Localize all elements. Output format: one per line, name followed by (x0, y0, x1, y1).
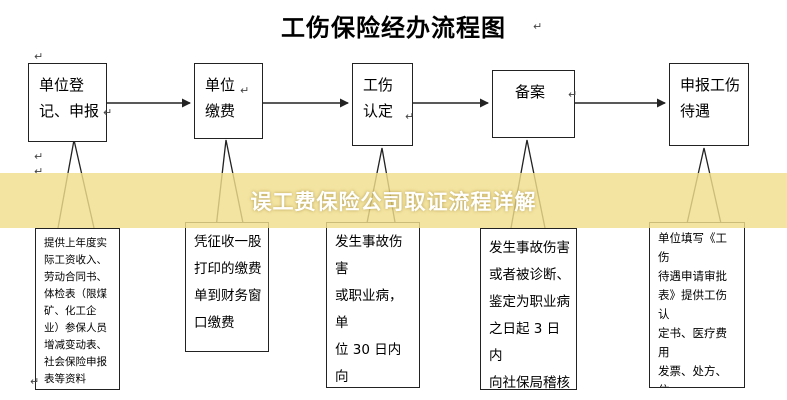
return-mark: ↵ (405, 110, 415, 123)
step-injury-determination: 工伤 认定 (352, 63, 413, 146)
return-mark: ↵ (240, 84, 250, 97)
return-mark: ↵ (34, 150, 44, 163)
step-register-report: 单位登 记、申报 (28, 63, 107, 142)
note-benefit-materials: 单位填写《工伤 待遇申请审批 表》提供工伤认 定书、医疗费用 发票、处方、住 院… (649, 222, 745, 388)
step-pay-contribution: 单位 缴费 (194, 63, 263, 139)
watermark-banner (0, 173, 787, 228)
return-mark: ↵ (568, 88, 578, 101)
return-mark: ↵ (533, 20, 543, 33)
step-claim-benefits: 申报工伤 待遇 (669, 63, 749, 146)
return-mark: ↵ (30, 375, 40, 388)
return-mark: ↵ (34, 165, 44, 178)
step-filing: 备案 (492, 70, 575, 138)
note-filing-procedure: 发生事故伤害 或者被诊断、 鉴定为职业病 之日起 3 日内 向社保局稽核 (480, 228, 577, 390)
return-mark: ↵ (103, 106, 113, 119)
diagram-title: 工伤保险经办流程图 (281, 14, 506, 42)
note-payment-procedure: 凭征收一股 打印的缴费 单到财务窗 口缴费 (185, 222, 269, 352)
note-register-materials: 提供上年度实 际工资收入、 劳动合同书、 体检表（限煤 矿、化工企 业）参保人员… (35, 228, 120, 390)
return-mark: ↵ (34, 50, 44, 63)
banner-title: 误工费保险公司取证流程详解 (250, 190, 537, 214)
